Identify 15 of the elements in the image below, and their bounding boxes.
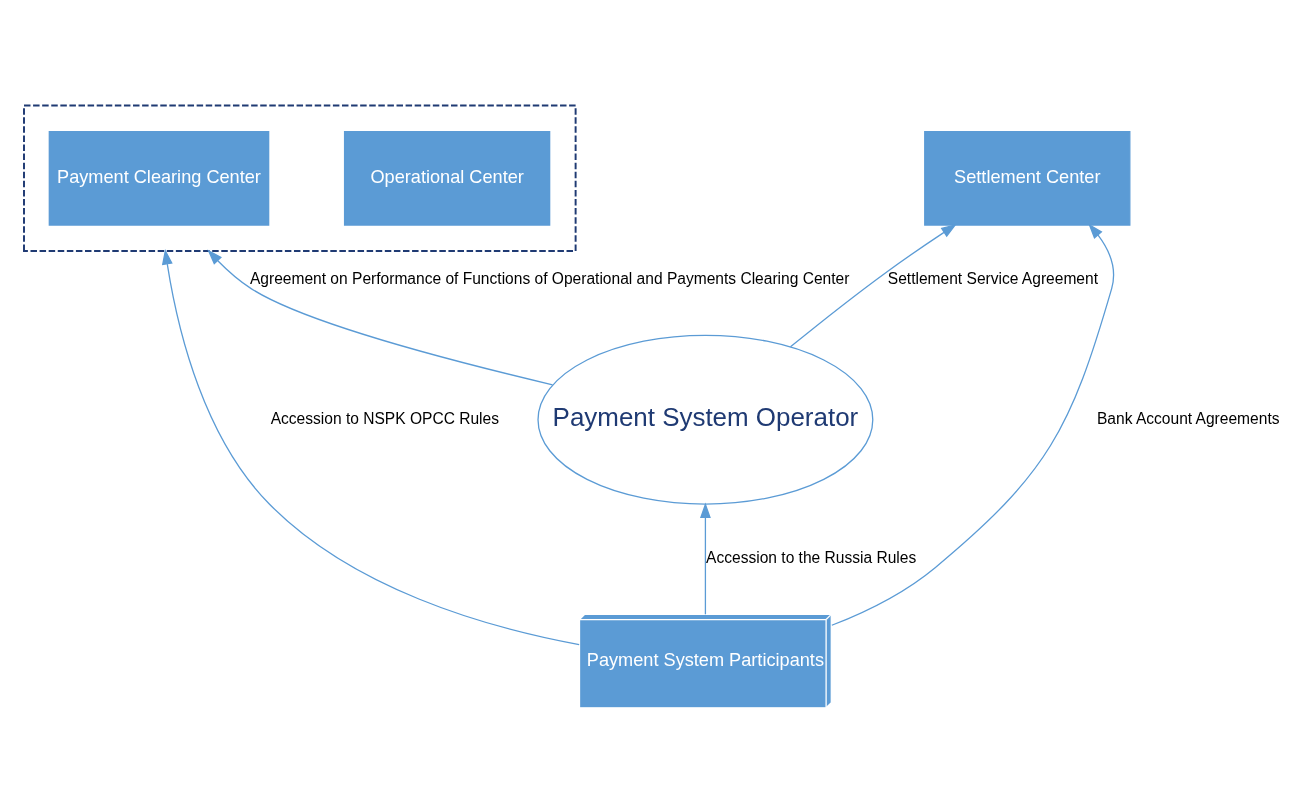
node-box: Settlement Center (924, 130, 1131, 226)
edge-label: Accession to the Russia Rules (706, 549, 917, 567)
arrow (161, 249, 580, 646)
node-box: Operational Center (343, 130, 551, 226)
node-ellipse: Payment System Operator (537, 334, 874, 505)
edge-label: Accession to NSPK OPCC Rules (270, 409, 499, 427)
cluster (23, 104, 577, 252)
edge-label: Agreement on Performance of Functions of Operational and Payments Clearing Center (249, 270, 850, 288)
edge-label: Settlement Service Agreement (887, 270, 1098, 288)
node-box: Payment Clearing Center (48, 130, 270, 226)
arrow (699, 502, 711, 615)
edge-label: Bank Account Agreements (1096, 409, 1280, 427)
arrow (207, 249, 554, 386)
arrow (831, 223, 1115, 626)
arrow (789, 224, 957, 348)
